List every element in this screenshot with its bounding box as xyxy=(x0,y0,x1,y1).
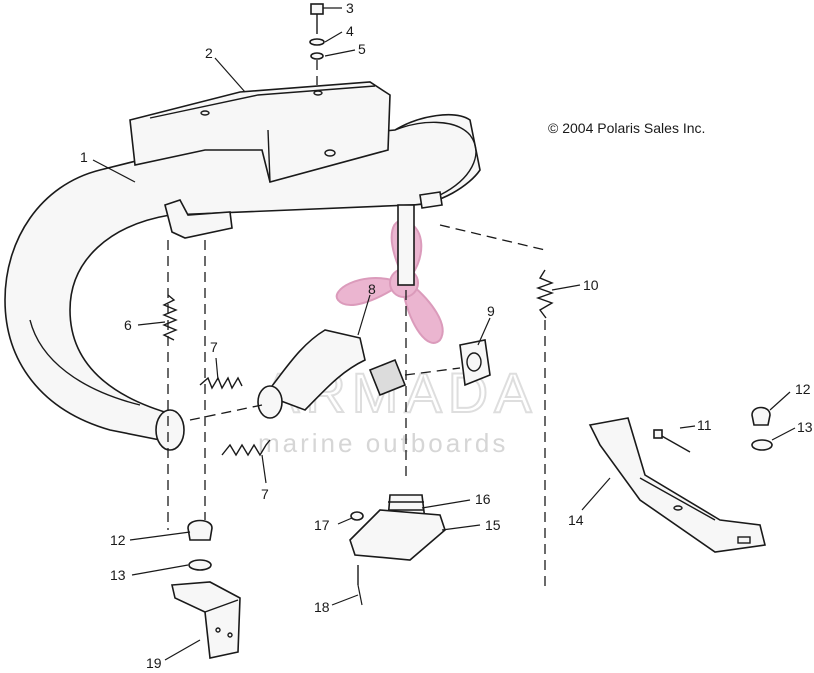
callout-16: 16 xyxy=(475,491,491,507)
callout-18: 18 xyxy=(314,599,330,615)
spring-7-lower xyxy=(221,439,271,457)
exhaust-elbow xyxy=(257,329,407,419)
callout-11: 11 xyxy=(697,417,712,433)
watermark-tagline: marine outboards xyxy=(258,428,508,458)
callout-14: 14 xyxy=(568,512,584,528)
callout-15: 15 xyxy=(485,517,501,533)
callout-19: 19 xyxy=(146,655,162,671)
callout-17: 17 xyxy=(314,517,330,533)
exhaust-pipe xyxy=(4,114,481,451)
spring-10 xyxy=(535,269,555,319)
callout-7b: 7 xyxy=(261,486,269,502)
callout-3: 3 xyxy=(346,0,354,16)
propeller-icon xyxy=(335,219,444,344)
callout-6: 6 xyxy=(124,317,132,333)
bolt-11 xyxy=(653,429,691,453)
callout-7a: 7 xyxy=(210,339,218,355)
callout-labels: 1 2 3 4 5 6 7 7 8 9 10 11 12 12 13 13 14… xyxy=(80,0,813,671)
callout-4: 4 xyxy=(346,23,354,39)
gasket-9 xyxy=(459,339,491,387)
heat-shield xyxy=(129,81,391,183)
callout-13a: 13 xyxy=(797,419,813,435)
callout-9: 9 xyxy=(487,303,495,319)
spring-6 xyxy=(162,294,178,341)
callout-13b: 13 xyxy=(110,567,126,583)
callout-5: 5 xyxy=(358,41,366,57)
bolt-stack xyxy=(309,3,325,85)
callout-10: 10 xyxy=(583,277,599,293)
support-bracket xyxy=(588,417,766,553)
callout-12b: 12 xyxy=(110,532,126,548)
callout-1: 1 xyxy=(80,149,88,165)
spring-7-upper xyxy=(199,376,243,390)
pipe-mount-tab xyxy=(164,191,443,239)
callout-2: 2 xyxy=(205,45,213,61)
lower-bracket xyxy=(171,519,241,659)
callout-12a: 12 xyxy=(795,381,811,397)
copyright-text: © 2004 Polaris Sales Inc. xyxy=(548,120,705,136)
assembly-lines xyxy=(167,224,546,590)
grommet-12-right xyxy=(751,406,773,451)
callout-8: 8 xyxy=(368,281,376,297)
leader-lines xyxy=(92,7,796,661)
